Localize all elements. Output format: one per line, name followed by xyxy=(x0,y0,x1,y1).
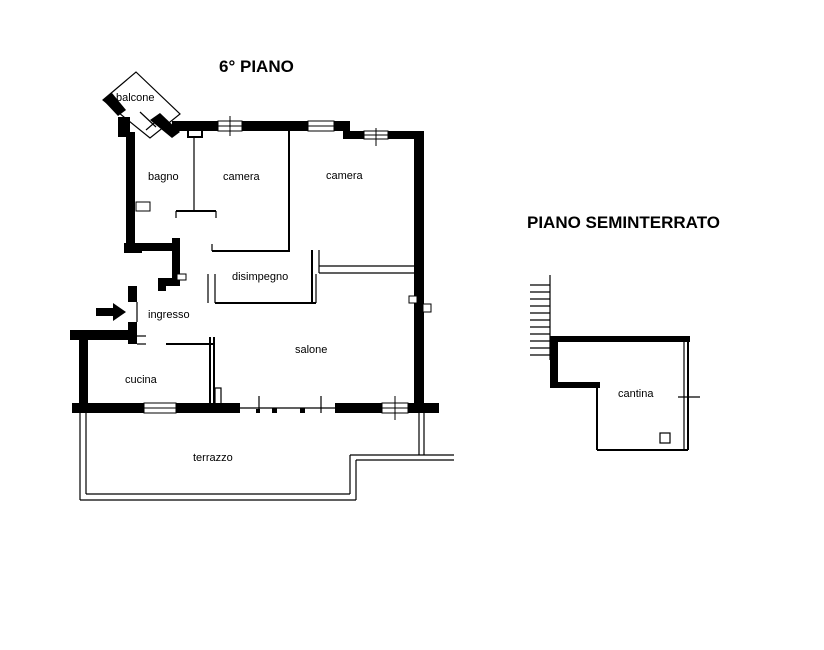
room-label-cucina: cucina xyxy=(125,374,158,386)
floor-title-6th: 6° PIANO xyxy=(219,57,294,76)
wall-top xyxy=(172,121,350,131)
window-top-1 xyxy=(217,116,243,136)
window-bottom-2 xyxy=(381,396,409,420)
balcony xyxy=(102,71,181,139)
room-label-salone: salone xyxy=(295,344,327,356)
room-label-ingresso: ingresso xyxy=(148,309,190,321)
wall-top-step xyxy=(343,121,350,139)
room-label-balcone: balcone xyxy=(116,92,155,104)
terrace xyxy=(79,413,454,501)
floor-title-basement: PIANO SEMINTERRATO xyxy=(527,213,720,232)
basement-plan: cantina xyxy=(530,275,700,451)
window-bottom-1 xyxy=(143,402,177,414)
stairs xyxy=(530,275,551,360)
window-top-2 xyxy=(307,120,335,132)
entry-arrow-icon xyxy=(96,303,126,321)
wall-left-bagno xyxy=(126,132,135,250)
room-label-bagno: bagno xyxy=(148,171,179,183)
wall-right xyxy=(414,131,424,413)
room-label-terrazzo: terrazzo xyxy=(193,452,233,464)
room-label-cantina: cantina xyxy=(618,388,654,400)
window-top-3 xyxy=(363,128,389,146)
room-label-disimpegno: disimpegno xyxy=(232,271,288,283)
room-label-camera-2: camera xyxy=(326,170,364,182)
room-label-camera-1: camera xyxy=(223,171,261,183)
main-floor-plan: balcone bagno camera camera disimpegno i… xyxy=(70,71,454,501)
